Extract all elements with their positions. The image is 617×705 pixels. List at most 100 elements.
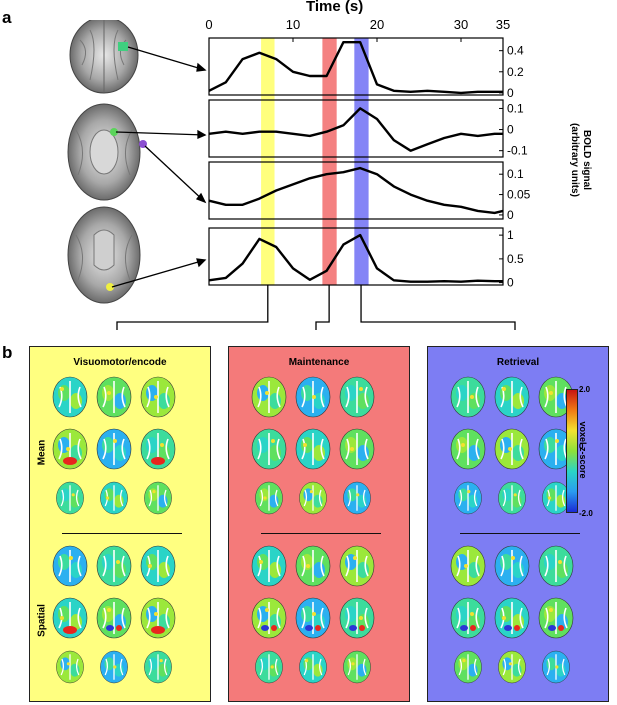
colorbar: [566, 389, 578, 513]
roi-yellow-marker: [106, 283, 114, 291]
y-tick-label: 0.1: [507, 101, 524, 115]
brain-slice-icon: [297, 648, 329, 691]
brain-slice-icon: [50, 544, 90, 593]
brain-slice-icon: [448, 596, 488, 645]
y-tick-label: 1: [507, 228, 514, 242]
brain-slice-icon: [249, 375, 289, 424]
condition-panel-3: Retrieval 2.0 0 -2.0 voxel z-score: [427, 346, 609, 702]
condition-title: Retrieval: [496, 357, 540, 368]
brain-slice-icon: [496, 479, 528, 522]
condition-panel-2: Maintenance: [228, 346, 410, 702]
x-tick-label: 35: [496, 17, 510, 32]
x-tick-label: 0: [205, 17, 212, 32]
brain-slice-icon: [98, 648, 130, 691]
brain-slice-icon: [492, 544, 532, 593]
panel-b-label: b: [2, 343, 13, 362]
brain-slice-icon: [54, 648, 86, 691]
brain-slice-icon: [341, 479, 373, 522]
brain-slice-icon: [536, 427, 576, 476]
roi-green-marker: [118, 42, 128, 51]
brain-slice-icon: [54, 479, 86, 522]
brain-slice-icon: [540, 648, 572, 691]
brain-slice-icon: [337, 544, 377, 593]
epoch-connector-3: [360, 285, 516, 330]
brain-slice-icon: [492, 596, 532, 645]
y-tick-label: 0: [507, 123, 514, 137]
brain-slice-icon: [138, 375, 178, 424]
chart-frame-4: [208, 227, 504, 286]
brain-slice-icon: [142, 648, 174, 691]
brain-slice-icon: [337, 427, 377, 476]
condition-title: Visuomotor/encode: [73, 357, 167, 368]
brain-axial-2-icon: [67, 103, 147, 201]
brain-slice-icon: [492, 427, 532, 476]
row-label-mean: Mean: [36, 439, 48, 466]
y-tick-label: 0: [507, 276, 514, 290]
time-axis-title: Time (s): [306, 0, 364, 15]
y-tick-label: 0.2: [507, 65, 524, 79]
bold-series-line-1: [208, 41, 503, 95]
brain-slice-icon: [297, 479, 329, 522]
y-tick-label: 0.4: [507, 44, 524, 58]
brain-slice-icon: [94, 596, 134, 645]
colorbar-tick-max: 2.0: [579, 385, 591, 394]
colorbar-tick-mid: 0: [579, 442, 584, 451]
epoch-connector-1: [116, 285, 269, 330]
brain-slice-icon: [536, 544, 576, 593]
brain-slice-icon: [253, 479, 285, 522]
brain-slice-icon: [94, 375, 134, 424]
panel-a-label: a: [2, 8, 12, 27]
colorbar-label: voxel z-score: [578, 421, 588, 479]
brain-slice-icon: [253, 648, 285, 691]
brain-slice-icon: [540, 479, 572, 522]
brain-slice-icon: [94, 427, 134, 476]
brain-slice-icon: [452, 648, 484, 691]
group-separator: [460, 533, 580, 534]
chart-frame-2: [208, 99, 504, 158]
brain-slice-icon: [293, 375, 333, 424]
y-tick-label: 0: [507, 208, 514, 222]
brain-axial-1-icon: [69, 20, 139, 94]
brain-slice-icon: [138, 427, 178, 476]
brain-slice-icon: [341, 648, 373, 691]
y-tick-label: -0.1: [507, 144, 528, 158]
x-tick-label: 30: [454, 17, 468, 32]
group-separator: [261, 533, 381, 534]
brain-slice-icon: [337, 375, 377, 424]
brain-slice-icon: [50, 375, 90, 424]
brain-slice-icon: [452, 479, 484, 522]
brain-thumbnails: [67, 20, 207, 304]
brain-slice-icon: [94, 544, 134, 593]
y-tick-label: 0.1: [507, 167, 524, 181]
chart-frame-1: [208, 37, 504, 96]
brain-axial-3-icon: [67, 206, 141, 304]
roi-green-small-marker: [110, 128, 118, 136]
brain-slice-icon: [293, 427, 333, 476]
brain-slice-icon: [293, 596, 333, 645]
colorbar-tick-min: -2.0: [579, 509, 593, 518]
row-label-spatial: Spatial: [36, 604, 48, 637]
bold-series-line-4: [208, 233, 503, 283]
brain-slice-icon: [142, 479, 174, 522]
brain-slice-icon: [448, 375, 488, 424]
brain-slice-icon: [249, 596, 289, 645]
brain-slice-icon: [98, 479, 130, 522]
x-tick-label: 10: [286, 17, 300, 32]
brain-slice-icon: [249, 427, 289, 476]
brain-slice-icon: [496, 648, 528, 691]
brain-slice-icon: [337, 596, 377, 645]
brain-slice-icon: [138, 544, 178, 593]
brain-slice-icon: [448, 544, 488, 593]
brain-slice-icon: [50, 427, 90, 476]
bold-series-line-3: [208, 166, 504, 215]
brain-slice-icon: [536, 596, 576, 645]
brain-slice-icon: [536, 375, 576, 424]
brain-slice-icon: [138, 596, 178, 645]
y-tick-label: 0: [507, 86, 514, 100]
chart-frame-3: [208, 161, 504, 220]
brain-slice-icon: [249, 544, 289, 593]
brain-slice-icon: [293, 544, 333, 593]
brain-slice-icon: [50, 596, 90, 645]
